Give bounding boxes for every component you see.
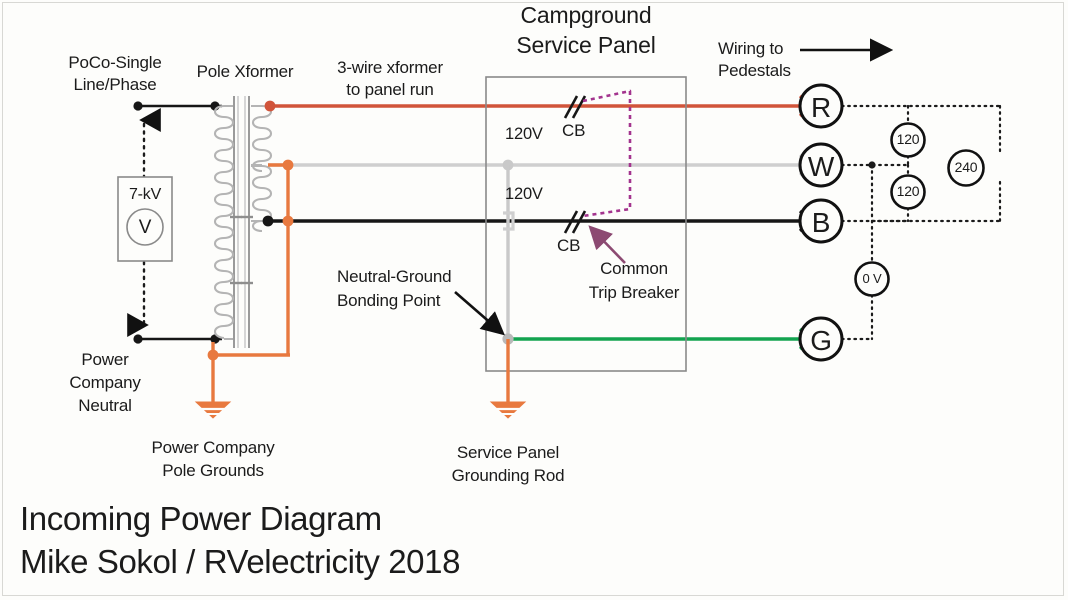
meter-network-junction xyxy=(868,161,876,169)
diagram-title-line2: Mike Sokol / RVelectricity 2018 xyxy=(20,543,461,580)
pole-xformer-label: Pole Xformer xyxy=(196,62,294,81)
primary-voltage-label: 7-kV xyxy=(128,186,162,203)
pole-ground-symbol xyxy=(194,401,232,419)
bonding-point-label-line1: Neutral-Ground xyxy=(337,267,452,286)
common-trip-callout-arrow xyxy=(588,225,626,264)
conductor-green-ground xyxy=(506,327,815,351)
common-trip-tie xyxy=(582,89,632,218)
conductor-black-hot xyxy=(262,209,815,233)
breaker-label-top: CB xyxy=(562,121,586,140)
poco-label-line1: PoCo-Single xyxy=(68,53,162,72)
panel-run-label-line1: 3-wire xformer xyxy=(337,58,443,77)
designator-B: B xyxy=(811,207,831,238)
panel-run-label-line2: to panel run xyxy=(346,80,434,99)
meter-240: 240 xyxy=(954,159,978,175)
transformer-secondary-lower xyxy=(251,164,273,233)
poco-neutral-line2: Company xyxy=(69,373,141,392)
common-trip-label-line2: Trip Breaker xyxy=(588,283,680,302)
breaker-label-bottom: CB xyxy=(557,236,581,255)
poco-label-line2: Line/Phase xyxy=(73,75,157,94)
panel-rod-line2: Grounding Rod xyxy=(451,466,565,485)
voltmeter-symbol-label: V xyxy=(138,217,152,238)
poco-neutral-line3: Neutral xyxy=(78,396,132,415)
conductor-designators xyxy=(798,83,844,362)
wiring-to-pedestals-line2: Pedestals xyxy=(718,61,791,80)
panel-heading-line2: Service Panel xyxy=(516,32,656,58)
designator-W: W xyxy=(807,151,835,182)
meter-0v: 0 V xyxy=(862,271,882,286)
designator-G: G xyxy=(810,325,832,356)
transformer-core xyxy=(233,96,250,348)
panel-neutral-bus xyxy=(503,165,515,339)
common-trip-label-line1: Common xyxy=(600,259,668,278)
panel-rod-line1: Service Panel xyxy=(456,443,560,462)
leg-voltage-bottom: 120V xyxy=(505,185,543,203)
primary-voltmeter-symbol xyxy=(117,176,173,262)
diagram-title-line1: Incoming Power Diagram xyxy=(20,500,382,537)
leg-voltage-top: 120V xyxy=(505,125,543,143)
breaker-contact-top xyxy=(563,95,587,119)
pedestal-meter-circles xyxy=(854,122,985,297)
bonding-point-label-line2: Bonding Point xyxy=(337,291,441,310)
pole-ground-node xyxy=(207,349,219,361)
pole-grounds-line2: Pole Grounds xyxy=(162,461,264,480)
breaker-contact-bottom xyxy=(563,210,587,234)
designator-R: R xyxy=(810,92,832,123)
center-tap-node xyxy=(282,159,294,171)
transformer-primary-winding xyxy=(213,104,235,341)
transformer-secondary-upper xyxy=(251,104,273,173)
wiring-to-pedestals-line1: Wiring to xyxy=(718,39,784,58)
transformer-center-tap-marks xyxy=(230,215,253,285)
neutral-bond-node xyxy=(282,215,294,227)
meter-120-top: 120 xyxy=(896,131,920,147)
pole-grounds-line1: Power Company xyxy=(151,438,275,457)
bonding-point-callout-arrow xyxy=(454,291,505,336)
poco-neutral-line1: Power xyxy=(81,350,129,369)
panel-grounding-rod-conductor xyxy=(489,339,527,419)
conductor-white-neutral xyxy=(268,153,815,177)
service-panel-enclosure xyxy=(485,76,687,372)
panel-heading-line1: Campground xyxy=(520,2,652,28)
meter-120-bottom: 120 xyxy=(896,183,920,199)
